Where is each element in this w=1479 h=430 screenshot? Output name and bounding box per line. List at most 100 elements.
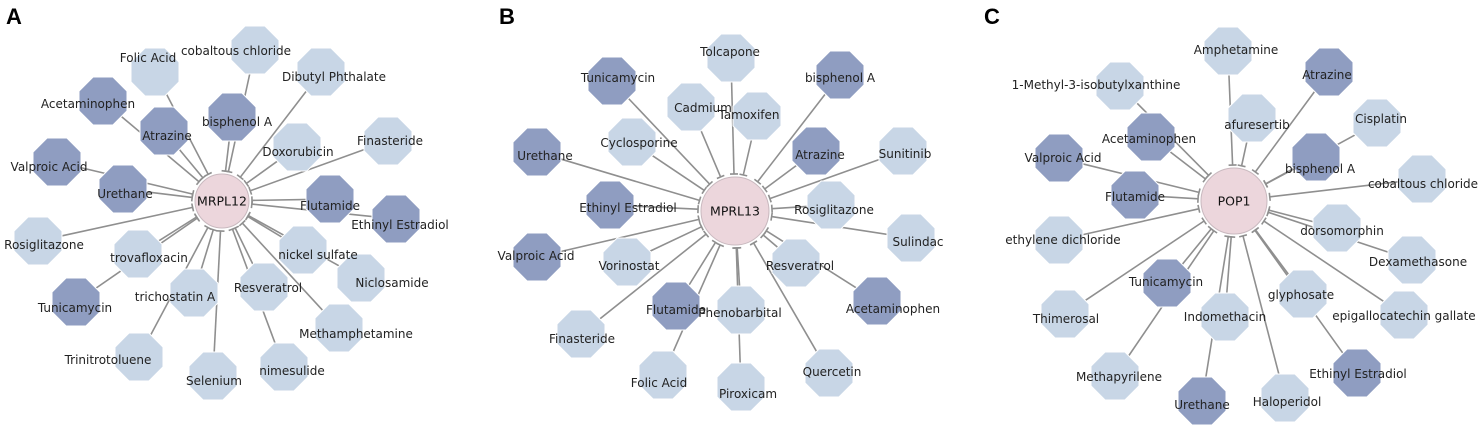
node-label-tolcapone: Tolcapone xyxy=(699,45,760,59)
hub-node-mprl13 xyxy=(700,176,770,246)
edge-end-valproic-acid xyxy=(697,215,701,224)
node-label-tamoxifen: Tamoxifen xyxy=(717,108,779,122)
nodes-layer: Folic Acid cobaltous chloride Dibutyl Phth… xyxy=(4,25,1478,426)
edge-ethylene-dichloride xyxy=(1078,208,1200,237)
edge-end-acetaminophen xyxy=(763,226,770,235)
node-tunicamycin xyxy=(587,56,637,106)
node-flutamide xyxy=(1110,170,1160,220)
edge-vorinostat xyxy=(644,226,702,255)
edge-end-sunitinib xyxy=(767,194,772,203)
edges-layer xyxy=(57,69,1403,382)
node-label-flutamide: Flutamide xyxy=(300,199,360,213)
edge-atrazine xyxy=(764,162,801,190)
edge-urethane xyxy=(142,190,193,199)
hub-label-pop1: POP1 xyxy=(1218,194,1251,209)
edge-end-dexamethasone xyxy=(1266,208,1271,217)
node-label-atrazine: Atrazine xyxy=(1302,68,1352,82)
node-finasteride xyxy=(363,116,413,166)
edge-bisphenol-a xyxy=(1265,165,1299,185)
node-afuresertib xyxy=(1227,93,1277,143)
node-sulindac xyxy=(886,213,936,263)
edge-end-rosiglitazone xyxy=(191,203,195,212)
edge-end-ethinyl-estradiol xyxy=(1251,227,1259,234)
edge-epigallocatechin-gallate xyxy=(1263,220,1388,305)
edge-dorsomorphin xyxy=(1268,209,1318,224)
node-urethane xyxy=(98,164,148,214)
node-methapyrilene xyxy=(1090,351,1140,401)
edge-doxorubicin xyxy=(245,158,282,185)
panel-letter-b: B xyxy=(499,4,515,29)
node-label-bisphenol-a: bisphenol A xyxy=(1285,162,1356,176)
node-label-valproic-acid: Valproic Acid xyxy=(498,249,575,263)
node-label-folic-acid: Folic Acid xyxy=(120,51,176,65)
edge-dibutyl-phthalate xyxy=(239,87,310,178)
node-indomethacin xyxy=(1200,292,1250,342)
node-phenobarbital xyxy=(716,285,766,335)
node-label-acetaminophen: Acetaminophen xyxy=(1102,132,1196,146)
node-label-bisphenol-a: bisphenol A xyxy=(805,71,876,85)
node-1-methyl-3-isobutylxanthine xyxy=(1095,61,1145,111)
edge-rosiglitazone xyxy=(57,206,193,238)
node-label-cyclosporine: Cyclosporine xyxy=(600,136,677,150)
edge-trichostatin-a xyxy=(199,229,215,275)
node-label-dibutyl-phthalate: Dibutyl Phthalate xyxy=(282,70,386,84)
edge-tunicamycin xyxy=(625,94,711,185)
node-label-resveratrol: Resveratrol xyxy=(766,259,834,273)
node-label-finasteride: Finasteride xyxy=(357,134,423,148)
node-tunicamycin xyxy=(51,277,101,327)
edge-end-finasteride xyxy=(248,186,253,195)
edge-end-atrazine xyxy=(1251,168,1260,176)
node-label-doxorubicin: Doxorubicin xyxy=(262,145,333,159)
node-cobaltous-chloride xyxy=(230,25,280,75)
edge-quercetin xyxy=(752,242,820,357)
hub-label-mprl13: MPRL13 xyxy=(710,204,760,219)
node-label-nickel-sulfate: nickel sulfate xyxy=(278,248,357,262)
node-label-quercetin: Quercetin xyxy=(803,365,862,379)
edge-trovafloxacin xyxy=(154,216,198,244)
node-bisphenol-a xyxy=(1291,132,1341,182)
node-label-cobaltous-chloride: cobaltous chloride xyxy=(1368,177,1478,191)
edge-end-afuresertib xyxy=(1237,164,1246,168)
node-label-valproic-acid: Valproic Acid xyxy=(11,160,88,174)
edge-end-haloperidol xyxy=(1238,234,1248,238)
edge-end-nimesulide xyxy=(228,226,237,232)
node-label-trinitrotoluene: Trinitrotoluene xyxy=(64,353,152,367)
node-label-nimesulide: nimesulide xyxy=(259,364,325,378)
edge-end-doxorubicin xyxy=(243,179,250,188)
node-flutamide xyxy=(651,281,701,331)
edge-acetaminophen xyxy=(1166,148,1206,180)
node-label-valproic-acid: Valproic Acid xyxy=(1025,151,1102,165)
node-vorinostat xyxy=(602,237,652,287)
node-tunicamycin xyxy=(1142,258,1192,308)
node-valproic-acid xyxy=(32,137,82,187)
node-label-ethylene-dichloride: ethylene dichloride xyxy=(1005,233,1120,247)
node-label-atrazine: Atrazine xyxy=(142,129,192,143)
edge-bisphenol-a xyxy=(756,90,829,183)
node-sunitinib xyxy=(878,126,928,176)
edge-end-atrazine xyxy=(199,174,207,182)
node-urethane xyxy=(1177,376,1227,426)
node-label-amphetamine: Amphetamine xyxy=(1194,43,1279,57)
node-label-atrazine: Atrazine xyxy=(795,148,845,162)
edge-haloperidol xyxy=(1242,235,1281,379)
node-ethinyl-estradiol xyxy=(1332,348,1382,398)
edge-end-finasteride xyxy=(702,230,710,238)
edge-finasteride xyxy=(249,147,370,192)
edge-end-methapyrilene xyxy=(1209,227,1218,234)
node-trichostatin-a xyxy=(169,268,219,318)
node-label-urethane: Urethane xyxy=(1174,398,1230,412)
edge-end-niclosamide xyxy=(245,211,251,220)
panel-letter-a: A xyxy=(6,4,22,29)
hub-node-pop1 xyxy=(1200,167,1268,235)
node-cadmium xyxy=(666,82,716,132)
node-label-selenium: Selenium xyxy=(186,374,242,388)
edge-end-tunicamycin xyxy=(194,214,201,222)
node-label-ethinyl-estradiol: Ethinyl Estradiol xyxy=(579,201,677,215)
node-atrazine xyxy=(139,106,189,156)
node-cyclosporine xyxy=(607,117,657,167)
edge-finasteride xyxy=(596,233,707,323)
edge-end-sulindac xyxy=(770,212,773,221)
edge-glyphosate xyxy=(1254,229,1292,279)
edge-end-trinitrotoluene xyxy=(204,224,212,231)
